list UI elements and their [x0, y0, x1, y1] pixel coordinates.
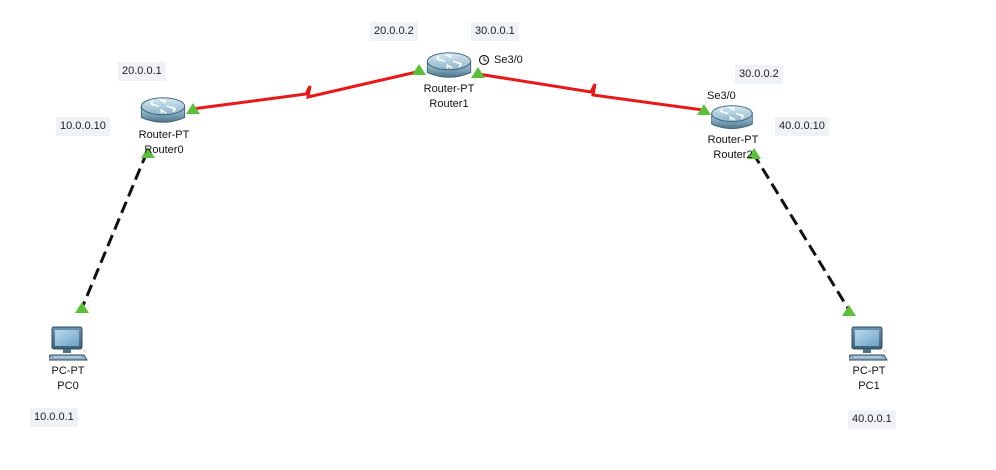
link-status-indicators	[75, 64, 856, 316]
ethernet-link-router2-pc1[interactable]	[751, 152, 851, 311]
clock-icon	[478, 54, 490, 66]
device-name: PC1	[858, 380, 880, 392]
device-name: Router1	[429, 98, 469, 110]
link-up-indicator	[697, 104, 711, 115]
link-up-indicator	[75, 302, 89, 313]
pc-icon[interactable]	[48, 326, 88, 361]
device-model: PC-PT	[51, 365, 85, 377]
device-name: Router2	[713, 149, 753, 161]
router-icon[interactable]	[140, 97, 186, 124]
device-label-router0: Router-PT Router0	[139, 128, 190, 158]
link-up-indicator	[141, 147, 155, 158]
device-label-pc1: PC-PT PC1	[853, 364, 886, 394]
link-up-indicator	[186, 103, 200, 114]
link-up-indicator	[471, 67, 485, 78]
ethernet-link-router0-pc0[interactable]	[80, 151, 149, 309]
serial-link-router1-router2[interactable]	[477, 72, 704, 112]
device-label-router2: Router-PT Router2	[708, 133, 759, 163]
pc-icon[interactable]	[848, 326, 888, 361]
ip-label-pc1: 40.0.0.1	[848, 410, 896, 429]
port-label-router1-serial: Se3/0	[494, 54, 523, 66]
ip-label-router1-left: 20.0.0.2	[370, 22, 418, 41]
serial-link-router0-router1[interactable]	[191, 69, 422, 111]
device-label-pc0: PC-PT PC0	[52, 364, 85, 394]
ip-label-router0-lan: 10.0.0.10	[56, 117, 110, 136]
link-up-indicator	[412, 64, 426, 75]
ip-label-pc0: 10.0.0.1	[30, 408, 78, 427]
ip-label-router0-wan: 20.0.0.1	[118, 62, 166, 81]
device-model: Router-PT	[138, 129, 190, 141]
device-label-router1: Router-PT Router1	[424, 82, 475, 112]
port-label-router2-serial: Se3/0	[707, 90, 736, 102]
link-up-indicator	[747, 148, 761, 159]
link-up-indicator	[842, 305, 856, 316]
device-name: PC0	[57, 380, 79, 392]
device-name: Router0	[144, 144, 184, 156]
router-icon[interactable]	[710, 104, 754, 130]
device-model: Router-PT	[707, 134, 759, 146]
device-model: Router-PT	[423, 83, 475, 95]
ip-label-router2-wan: 30.0.0.2	[735, 65, 783, 84]
ip-label-router2-lan: 40.0.0.10	[775, 117, 829, 136]
device-model: PC-PT	[852, 365, 886, 377]
router-icon[interactable]	[426, 52, 472, 79]
ip-label-router1-right: 30.0.0.1	[471, 22, 519, 41]
